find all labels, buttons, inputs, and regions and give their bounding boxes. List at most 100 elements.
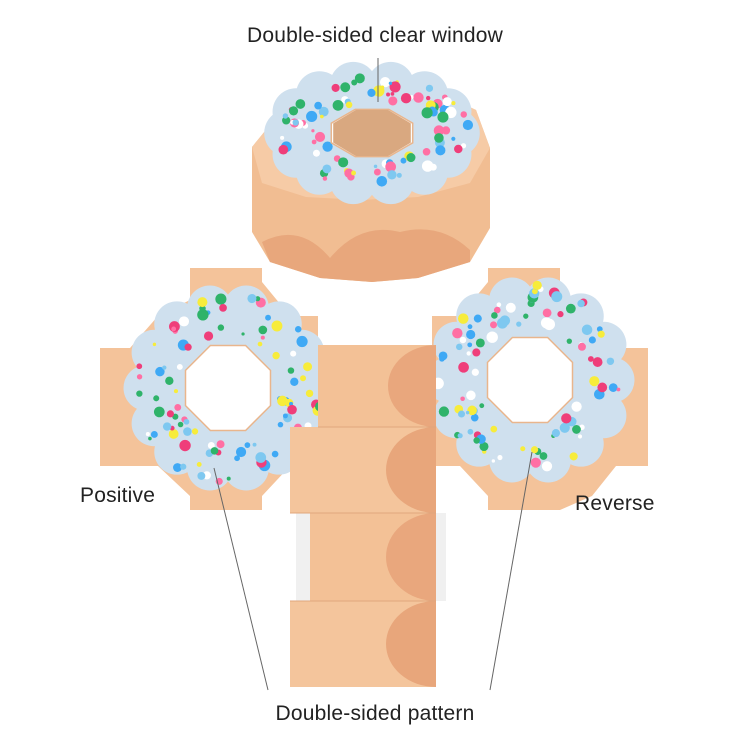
strip-scallop-1 xyxy=(388,345,436,427)
sprinkle-dot xyxy=(351,79,358,86)
sprinkle-dot xyxy=(288,106,299,116)
sprinkle-dot xyxy=(155,366,165,377)
sprinkle-dot xyxy=(153,395,160,402)
sprinkle-dot xyxy=(497,454,503,461)
sprinkle-dot xyxy=(215,293,227,305)
box-lid-donut-print xyxy=(264,61,480,205)
sprinkle-dot xyxy=(473,437,480,444)
sprinkle-dot xyxy=(152,342,157,347)
sprinkle-dot xyxy=(565,303,576,314)
sprinkle-dot xyxy=(296,335,308,348)
sprinkle-dot xyxy=(540,317,552,329)
sprinkle-dot xyxy=(373,168,381,176)
sprinkle-dot xyxy=(145,432,150,437)
sprinkle-dot xyxy=(441,126,451,135)
sprinkle-dot xyxy=(306,110,318,123)
sprinkle-dot xyxy=(421,107,433,119)
strip-scallop-2 xyxy=(386,427,436,513)
sprinkle-dot xyxy=(457,313,469,324)
sprinkle-dot xyxy=(465,410,470,415)
sprinkle-dot xyxy=(589,376,600,387)
sprinkle-dot xyxy=(265,314,271,321)
sprinkle-dot xyxy=(148,436,152,441)
sprinkle-dot xyxy=(322,176,328,181)
sprinkle-dot xyxy=(530,457,541,468)
sprinkle-dot xyxy=(439,356,445,362)
label-reverse: Reverse xyxy=(575,492,655,515)
sprinkle-dot xyxy=(271,320,283,332)
sprinkle-dot xyxy=(592,357,603,367)
strip-scallop-4 xyxy=(386,601,436,687)
sprinkle-dot xyxy=(421,160,434,172)
sprinkle-dot xyxy=(466,351,471,356)
sprinkle-dot xyxy=(183,427,192,436)
sprinkle-dot xyxy=(172,413,179,420)
sprinkle-dot xyxy=(462,119,474,131)
sprinkle-dot xyxy=(460,143,467,149)
sprinkle-dot xyxy=(496,302,502,308)
sprinkle-dot xyxy=(292,119,299,126)
sprinkle-dot xyxy=(541,461,553,472)
sprinkle-dot xyxy=(471,368,479,376)
sprinkle-dot xyxy=(153,406,165,418)
sprinkle-dot xyxy=(551,429,560,438)
sprinkle-dot xyxy=(162,365,167,370)
sprinkle-dot xyxy=(278,144,289,155)
sprinkle-dot xyxy=(561,413,572,424)
sprinkle-dot xyxy=(217,324,225,331)
sprinkle-dot xyxy=(210,447,219,455)
sprinkle-dot xyxy=(596,326,603,333)
clear-window-hole xyxy=(486,336,574,424)
sprinkle-dot xyxy=(467,324,473,330)
sprinkle-dot xyxy=(572,425,581,434)
sprinkle-dot xyxy=(287,367,295,374)
sprinkle-dot xyxy=(180,463,187,470)
sprinkle-dot xyxy=(520,446,526,452)
sprinkle-dot xyxy=(587,356,594,362)
panel-reverse-donut-print xyxy=(425,277,635,483)
sprinkle-dot xyxy=(219,304,227,312)
sprinkle-dot xyxy=(178,316,190,327)
sprinkle-dot xyxy=(380,85,385,90)
sprinkle-dot xyxy=(386,92,391,97)
sprinkle-dot xyxy=(457,433,463,439)
sprinkle-dot xyxy=(516,321,522,327)
sprinkle-dot xyxy=(608,383,618,392)
sprinkle-dot xyxy=(162,422,172,431)
sprinkle-dot xyxy=(216,440,225,449)
sprinkle-dot xyxy=(191,428,199,435)
sprinkle-dot xyxy=(491,312,498,319)
sprinkle-dot xyxy=(294,325,302,333)
sprinkle-dot xyxy=(569,452,578,461)
sprinkle-dot xyxy=(290,377,299,386)
sprinkle-dot xyxy=(467,405,477,416)
sprinkle-dot xyxy=(490,425,498,433)
sprinkle-dot xyxy=(551,291,563,303)
sprinkle-dot xyxy=(616,387,621,392)
sprinkle-dot xyxy=(473,314,482,323)
sprinkle-dot xyxy=(451,136,456,141)
sprinkle-dot xyxy=(530,446,539,454)
sprinkle-dot xyxy=(282,413,288,419)
sprinkle-dot xyxy=(260,335,265,340)
sprinkle-dot xyxy=(458,410,466,418)
sprinkle-dot xyxy=(559,422,570,433)
sprinkle-dot xyxy=(311,129,315,133)
sprinkle-dot xyxy=(396,172,402,178)
sprinkle-dot xyxy=(434,133,444,143)
sprinkle-dot xyxy=(493,306,501,314)
sprinkle-dot xyxy=(277,421,284,428)
sprinkle-dot xyxy=(406,153,416,163)
sprinkle-dot xyxy=(505,302,516,313)
sprinkle-dot xyxy=(319,114,324,119)
sprinkle-dot xyxy=(455,343,463,351)
sprinkle-dot xyxy=(571,401,582,412)
sprinkle-dot xyxy=(588,336,596,344)
sprinkle-dot xyxy=(470,413,479,422)
sprinkle-dot xyxy=(258,325,268,335)
sprinkle-dot xyxy=(466,390,476,401)
sprinkle-dot xyxy=(295,99,306,109)
sprinkle-dot xyxy=(523,313,529,319)
sprinkle-dot xyxy=(173,389,179,394)
